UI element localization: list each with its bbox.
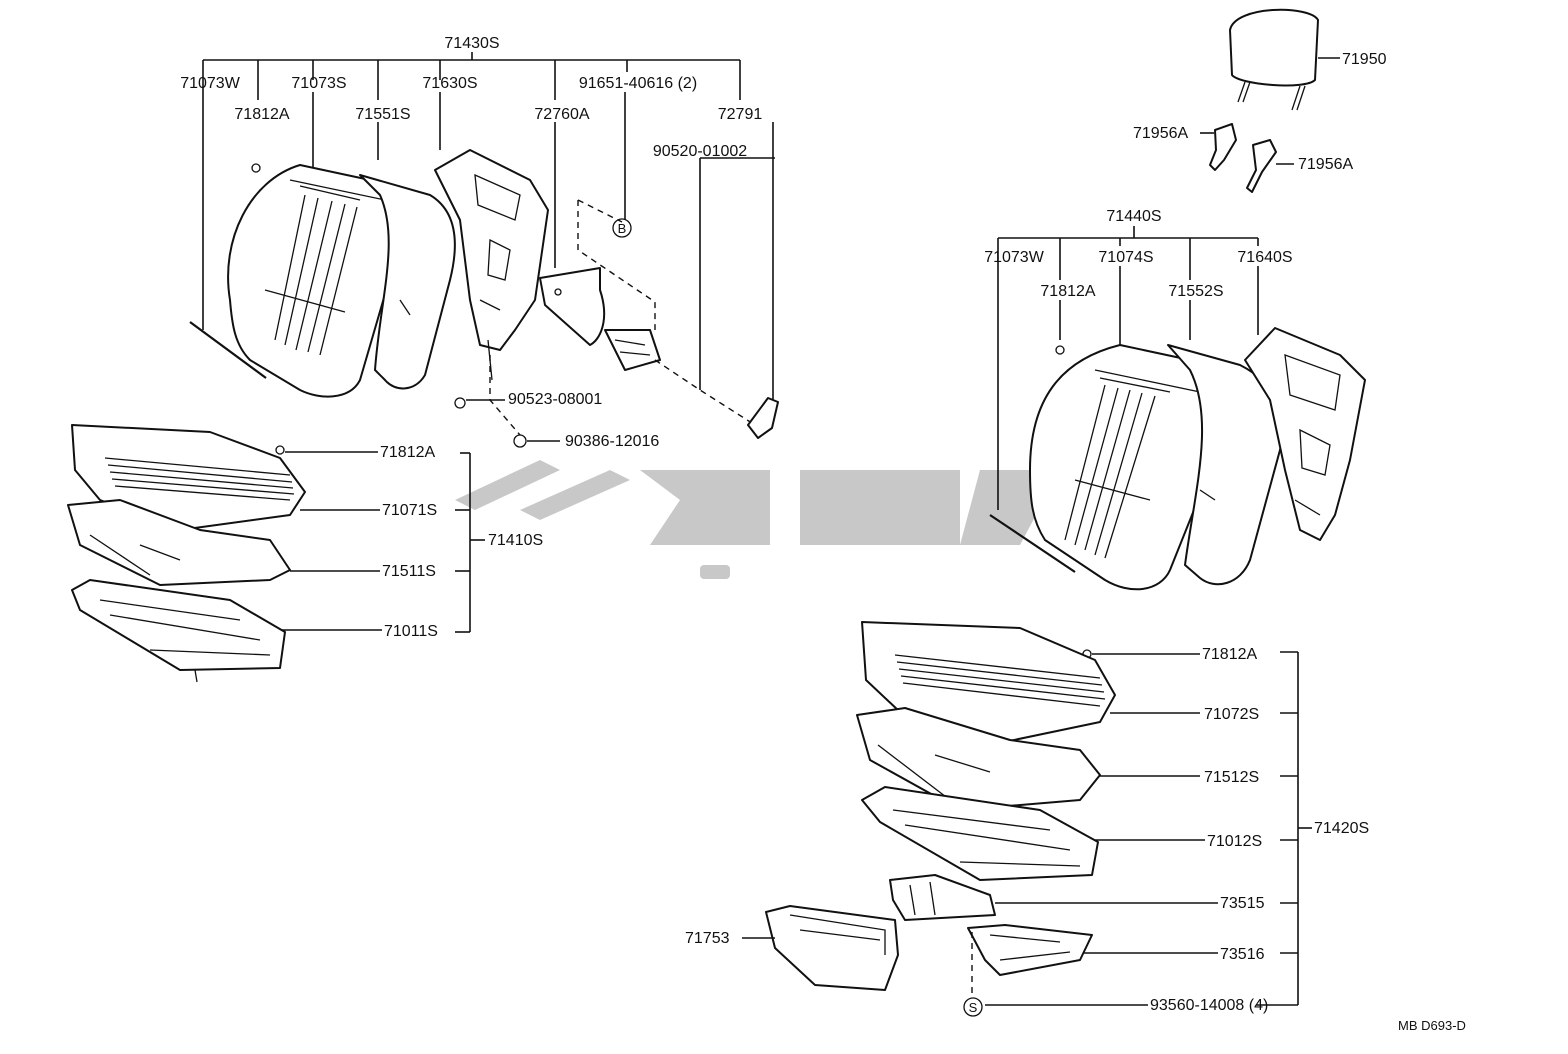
- hog-ring-icon: [251, 163, 261, 173]
- cushion-pad: [67, 499, 291, 586]
- label-71420s: 71420S: [1314, 820, 1369, 837]
- cushion-pad-b: [856, 707, 1101, 811]
- label-71812a: 71812A: [234, 106, 289, 123]
- headrest-group: 71950 71956A 71956A: [1133, 8, 1387, 193]
- watermark-logo: [455, 460, 1060, 579]
- bracket-73515: [889, 874, 996, 921]
- cushion-frame-b: [861, 786, 1099, 881]
- label-71640s: 71640S: [1237, 249, 1292, 266]
- label-73516: 73516: [1220, 946, 1265, 963]
- label-73515: 73515: [1220, 895, 1265, 912]
- rear-seat-back-group: 71440S 71073W 71074S 71640S 71812A 71552…: [984, 208, 1366, 591]
- label-71512s: 71512S: [1204, 769, 1259, 786]
- label-71440s: 71440S: [1106, 208, 1161, 225]
- label-93560: 93560-14008 (4): [1150, 997, 1268, 1014]
- rear-seat-cushion-group: S 71812A 71072S 71512S 71012S 71420S 735…: [685, 621, 1369, 1017]
- label-72791: 72791: [718, 106, 763, 123]
- reference-b-icon: [612, 218, 632, 238]
- bracket-73516: [967, 924, 1093, 976]
- label-90386: 90386-12016: [565, 433, 659, 450]
- recliner-cover: [539, 267, 606, 346]
- label-71812a-cushion-b: 71812A: [1202, 646, 1257, 663]
- recliner-mechanism: [604, 329, 661, 371]
- cushion-frame: [71, 579, 286, 671]
- headrest-support-right: [1246, 139, 1277, 193]
- reference-s-icon: [963, 997, 983, 1017]
- seat-back-frame: [434, 149, 549, 351]
- label-71011s: 71011S: [384, 623, 438, 640]
- reference-s: S: [969, 1000, 978, 1015]
- headrest: [1229, 8, 1319, 87]
- seat-back-frame-b: [1244, 327, 1366, 541]
- retainer-icon: [454, 397, 466, 409]
- label-71410s: 71410S: [488, 532, 543, 549]
- seat-wire: [189, 321, 267, 379]
- front-seat-cushion-group: 71812A 71071S 71410S 71511S 71011S: [67, 424, 543, 683]
- seat-back-cover: [227, 164, 401, 398]
- label-71552s: 71552S: [1168, 283, 1223, 300]
- drawing-code: MB D693-D: [1398, 1018, 1466, 1033]
- label-71753: 71753: [685, 930, 730, 947]
- label-71511s: 71511S: [382, 563, 436, 580]
- label-71073w: 71073W: [180, 75, 240, 92]
- hog-ring-icon: [1055, 345, 1065, 355]
- hog-ring-icon: [275, 445, 285, 455]
- label-71956a-left: 71956A: [1133, 125, 1188, 142]
- reference-b: B: [618, 221, 627, 236]
- seat-wire: [989, 514, 1076, 573]
- label-71430s: 71430S: [444, 35, 499, 52]
- seat-back-pad: [359, 174, 456, 390]
- label-71950: 71950: [1342, 51, 1387, 68]
- recline-knob: [747, 397, 779, 439]
- label-71630s: 71630S: [422, 75, 477, 92]
- label-71012s: 71012S: [1207, 833, 1262, 850]
- label-71073s: 71073S: [291, 75, 346, 92]
- label-71551s: 71551S: [355, 106, 410, 123]
- label-71812a-cushion: 71812A: [380, 444, 435, 461]
- nut-icon: [513, 434, 527, 448]
- label-71073w-b: 71073W: [984, 249, 1044, 266]
- label-71812a-b: 71812A: [1040, 283, 1095, 300]
- label-90520: 90520-01002: [653, 143, 747, 160]
- label-91651: 91651-40616 (2): [579, 75, 697, 92]
- label-71074s: 71074S: [1098, 249, 1153, 266]
- label-71956a-right: 71956A: [1298, 156, 1353, 173]
- tray-71753: [765, 905, 899, 991]
- label-71072s: 71072S: [1204, 706, 1259, 723]
- label-90523: 90523-08001: [508, 391, 602, 408]
- headrest-support-left: [1209, 123, 1237, 171]
- front-seat-back-group: B 71430S 71073W 71812A 71073S 71551S 716…: [180, 35, 779, 450]
- label-71071s: 71071S: [382, 502, 437, 519]
- label-72760a: 72760A: [534, 106, 589, 123]
